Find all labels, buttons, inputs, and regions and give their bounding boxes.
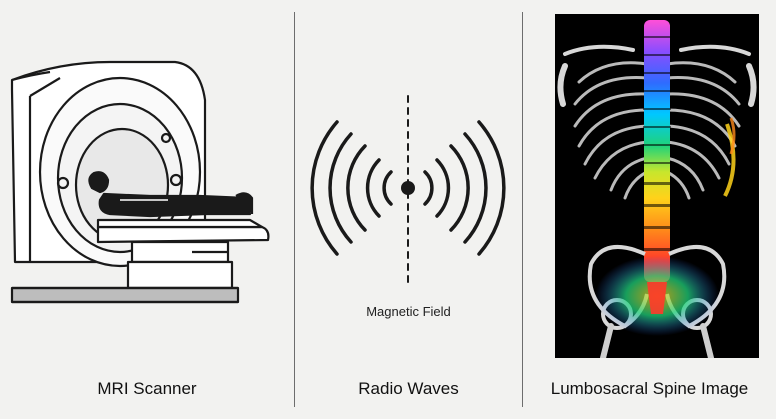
mri-scanner-icon xyxy=(10,60,270,304)
mri-scanner-caption: MRI Scanner xyxy=(97,379,197,398)
spine-xray-image xyxy=(555,14,759,358)
radio-waves-caption: Radio Waves xyxy=(358,379,459,398)
mri-scanner-panel: MRI Scanner xyxy=(0,0,294,419)
spine-image-caption: Lumbosacral Spine Image xyxy=(550,379,749,398)
spine-image-panel: Lumbosacral Spine Image xyxy=(523,0,776,419)
radio-waves-panel: Magnetic Field Radio Waves xyxy=(295,0,522,419)
magnetic-field-label: Magnetic Field xyxy=(366,304,451,319)
radio-waves-icon xyxy=(310,95,506,283)
divider-right xyxy=(522,12,523,407)
divider-left xyxy=(294,12,295,407)
